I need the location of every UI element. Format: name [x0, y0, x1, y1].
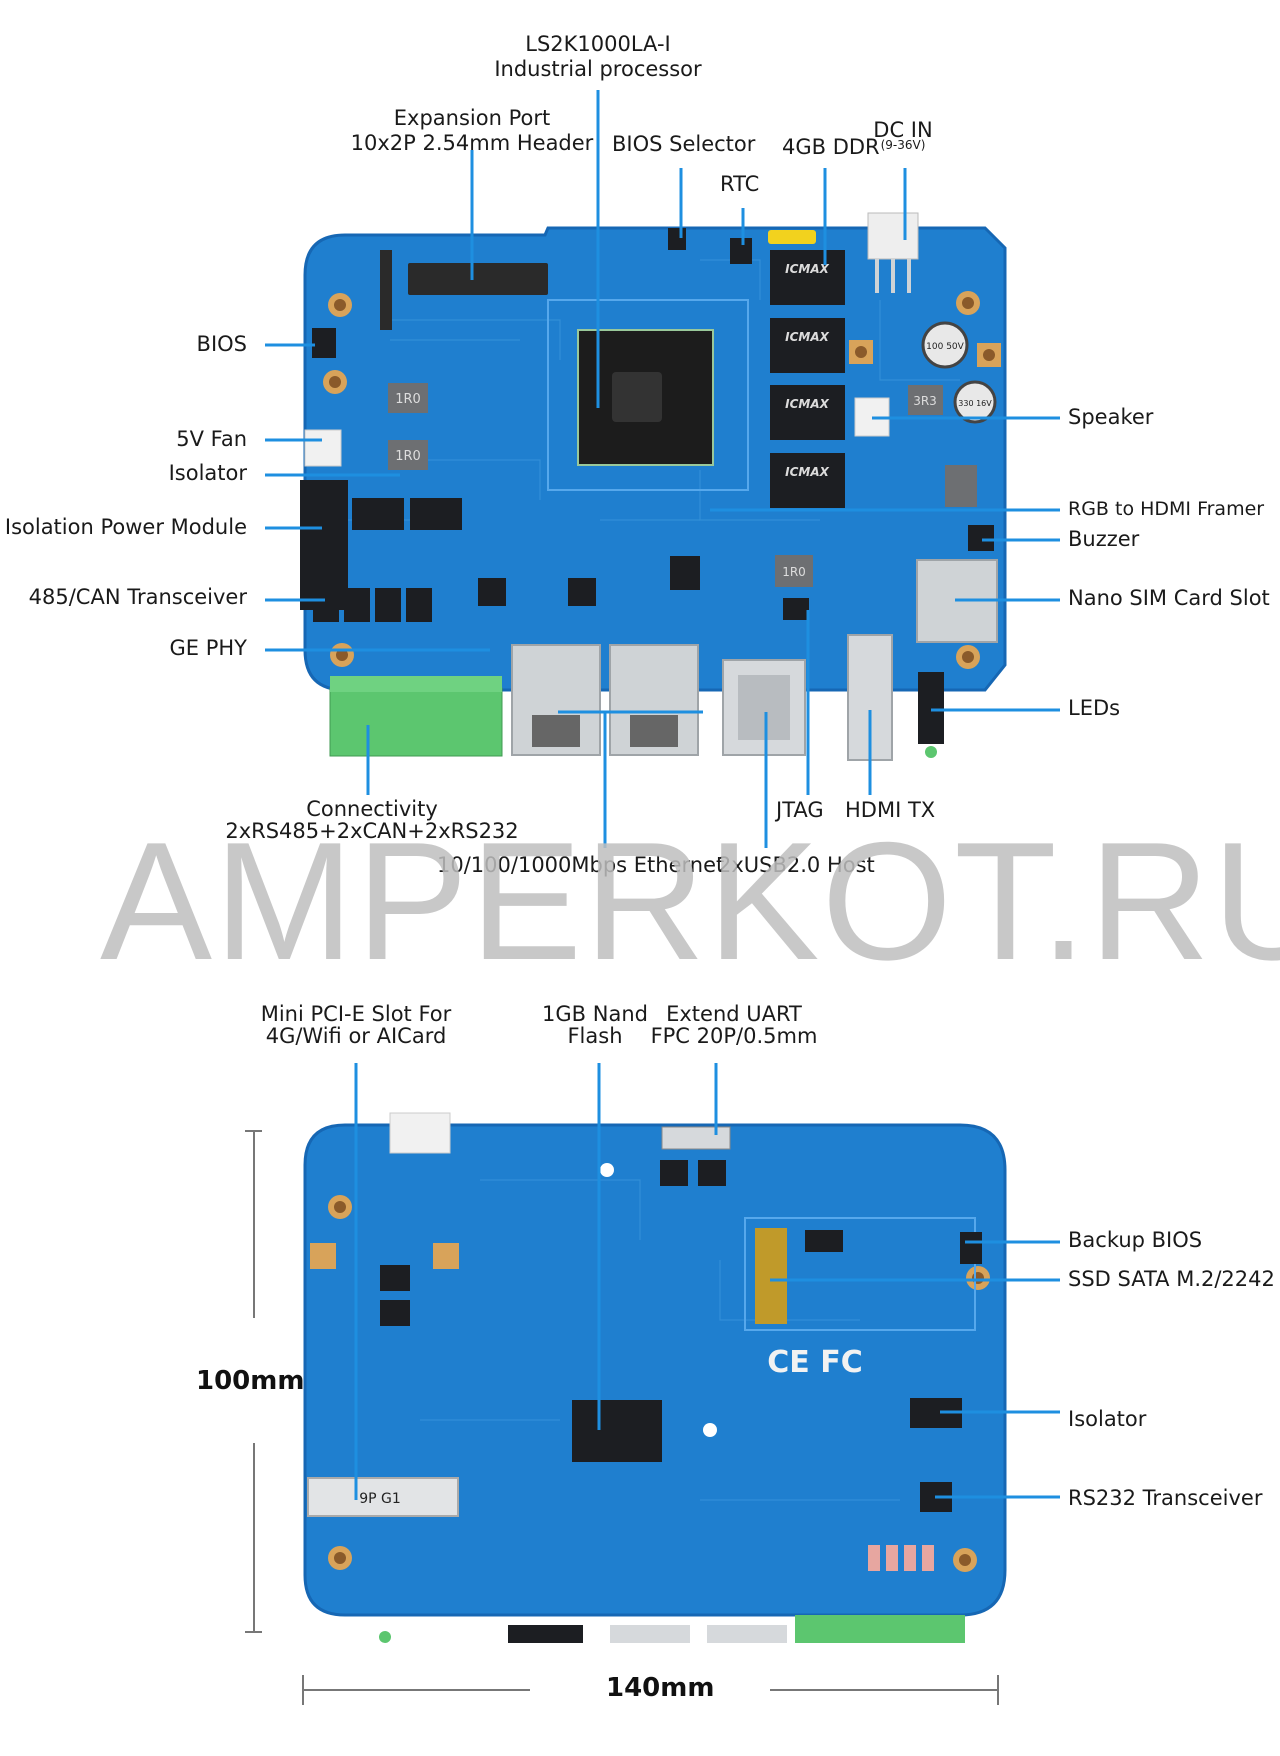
bottom-small-chips	[380, 1160, 982, 1512]
label-hdmi-tx: HDMI TX	[845, 798, 936, 822]
cpu-area	[547, 299, 749, 491]
inductor-4-label: 1R0	[782, 565, 806, 579]
bottom-mounting-holes	[310, 1163, 990, 1572]
label-ddr: 4GB DDR	[782, 135, 880, 159]
label-isolator-top: Isolator	[168, 461, 247, 485]
inductor-3-label: 3R3	[913, 394, 937, 408]
bottom-leader-lines	[354, 1063, 1060, 1500]
jtag-header	[783, 598, 809, 620]
rtc-chip	[730, 238, 752, 264]
bios-chip	[312, 328, 336, 358]
dimension-width: 140mm	[606, 1673, 715, 1703]
label-isolator-bottom: Isolator	[1068, 1407, 1147, 1431]
watermark: AMPERKOT.RU	[100, 807, 1280, 995]
inductor-1-label: 1R0	[395, 392, 421, 407]
label-transceiver: 485/CAN Transceiver	[28, 585, 247, 609]
top-board: ICMAX ICMAX ICMAX ICMAX 100 50V 330 16V	[300, 212, 1007, 761]
buzzer-part	[968, 525, 994, 551]
label-uart: Extend UART FPC 20P/0.5mm	[644, 1003, 824, 1047]
label-connectivity-line1: Connectivity	[306, 797, 438, 821]
label-jtag: JTAG	[776, 798, 824, 822]
label-connectivity-line2: 2xRS485+2xCAN+2xRS232	[225, 819, 519, 843]
label-expansion-port: Expansion Port 10x2P 2.54mm Header	[322, 106, 622, 156]
label-usb: 2xUSB2.0 Host	[718, 853, 875, 877]
label-sim: Nano SIM Card Slot	[1068, 586, 1270, 610]
top-leader-lines	[265, 90, 1060, 848]
m2-connector	[755, 1228, 787, 1324]
label-uart-line1: Extend UART	[666, 1002, 802, 1026]
label-ethernet: 10/100/1000Mbps Ethernet	[437, 853, 725, 877]
dimension-height: 100mm	[196, 1366, 305, 1396]
ddr-brand-3: ICMAX	[785, 397, 830, 411]
label-buzzer: Buzzer	[1068, 527, 1140, 551]
label-expansion-line2: 10x2P 2.54mm Header	[350, 131, 594, 155]
inductor-2-label: 1R0	[395, 449, 421, 464]
label-processor: LS2K1000LA-I Industrial processor	[453, 32, 743, 82]
rtc-battery	[768, 230, 816, 244]
capacitors: 100 50V 330 16V	[921, 321, 997, 424]
label-isolation-power: Isolation Power Module	[4, 515, 247, 539]
label-mini-pcie-line2: 4G/Wifi or AICard	[265, 1024, 447, 1048]
ddr-brand-1: ICMAX	[785, 262, 830, 276]
label-bios: BIOS	[196, 332, 247, 356]
ethernet-jacks	[511, 644, 699, 756]
bios-selector	[668, 228, 686, 250]
label-hdmi-framer: RGB to HDMI Framer	[1068, 498, 1265, 520]
label-mini-pcie: Mini PCI-E Slot For 4G/Wifi or AICard	[226, 1003, 486, 1047]
label-expansion-line1: Expansion Port	[393, 106, 551, 130]
label-mini-pcie-line1: Mini PCI-E Slot For	[260, 1002, 452, 1026]
label-processor-line1: LS2K1000LA-I	[525, 32, 671, 56]
ddr-brand-4: ICMAX	[785, 465, 830, 479]
gephy-chips	[478, 556, 700, 606]
cap-big-label: 100 50V	[926, 342, 964, 352]
label-fan: 5V Fan	[176, 427, 247, 451]
label-nand: 1GB Nand Flash	[525, 1003, 665, 1047]
label-ge-phy: GE PHY	[169, 636, 248, 660]
label-processor-line2: Industrial processor	[494, 57, 702, 81]
ddr-chips: ICMAX ICMAX ICMAX ICMAX	[770, 250, 845, 508]
label-connectivity: Connectivity 2xRS485+2xCAN+2xRS232	[222, 798, 522, 842]
m2-slot-area	[744, 1217, 976, 1331]
label-dc-in-title: DC IN	[873, 118, 933, 142]
ce-fc-marks: CE FC	[767, 1345, 862, 1380]
top-mounting-holes	[323, 291, 1001, 669]
label-nand-line1: 1GB Nand	[542, 1002, 648, 1026]
mini-pcie-code: 9P G1	[359, 1491, 401, 1507]
nand-chip	[572, 1400, 662, 1462]
label-uart-line2: FPC 20P/0.5mm	[650, 1024, 818, 1048]
expansion-header	[380, 250, 548, 330]
mini-pcie-slot	[307, 1477, 459, 1517]
usb-ports	[722, 659, 806, 756]
label-speaker: Speaker	[1068, 405, 1154, 429]
dimension-lines	[245, 1130, 999, 1705]
bottom-board: 9P G1 CE FC	[303, 1112, 1007, 1643]
inductors: 1R0 1R0 3R3 1R0	[388, 383, 977, 587]
label-bios-selector: BIOS Selector	[612, 132, 756, 156]
terminal-block	[329, 676, 503, 757]
leds-block	[918, 672, 944, 744]
label-dc-in: DC IN (9-36V)	[860, 118, 946, 151]
isolator-chips	[352, 498, 462, 530]
bottom-pin-header	[389, 1112, 451, 1154]
fan-connector	[304, 429, 342, 467]
ddr-brand-2: ICMAX	[785, 330, 830, 344]
fuse-row	[868, 1545, 934, 1571]
label-nand-line2: Flash	[567, 1024, 623, 1048]
label-dc-in-range: (9-36V)	[880, 138, 926, 152]
label-ssd: SSD SATA M.2/2242	[1068, 1267, 1275, 1291]
label-backup-bios: Backup BIOS	[1068, 1228, 1203, 1252]
bottom-board-pcb	[303, 1123, 1007, 1617]
cap-small-label: 330 16V	[958, 399, 992, 408]
transceiver-chips	[313, 588, 432, 622]
label-rtc: RTC	[720, 172, 760, 196]
label-leds: LEDs	[1068, 696, 1121, 720]
label-rs232: RS232 Transceiver	[1068, 1486, 1263, 1510]
fpc-connector	[661, 1126, 731, 1150]
dc-input-connector	[867, 212, 919, 293]
